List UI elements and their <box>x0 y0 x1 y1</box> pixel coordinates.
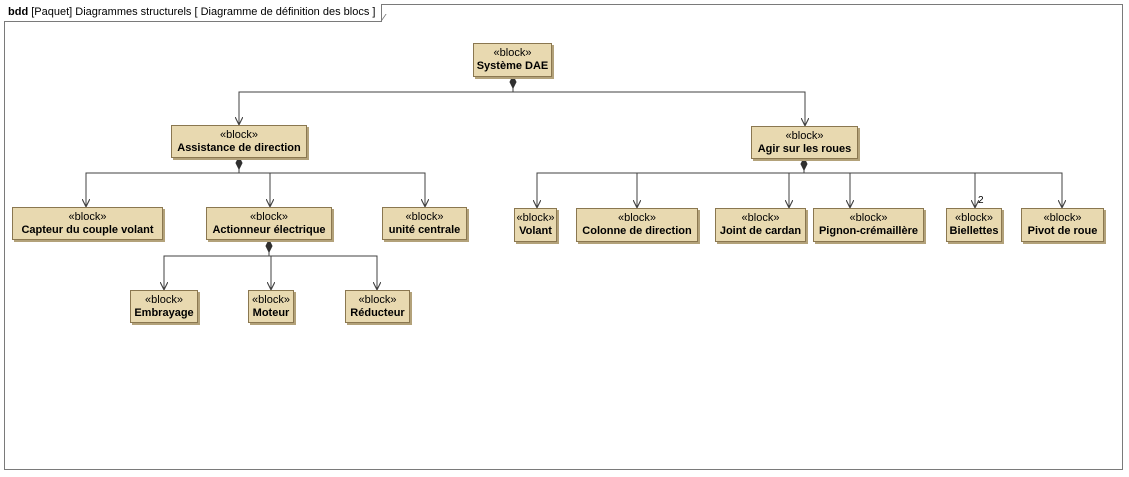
stereotype-label: «block» <box>68 210 107 223</box>
link-agir-biellettes <box>850 172 975 207</box>
diagram-frame-label: bdd [Paquet] Diagrammes structurels [ Di… <box>4 4 383 22</box>
block-pignon-cremaillere[interactable]: «block» Pignon-crémaillère <box>813 208 924 242</box>
block-colonne-de-direction[interactable]: «block» Colonne de direction <box>576 208 698 242</box>
block-pivot-de-roue[interactable]: «block» Pivot de roue <box>1021 208 1104 242</box>
block-agir-sur-les-roues[interactable]: «block» Agir sur les roues <box>751 126 858 159</box>
stereotype-label: «block» <box>741 212 780 224</box>
link-agir-pignon <box>789 172 850 207</box>
link-actionneur-embrayage <box>164 248 270 289</box>
link-agir-colonne <box>537 172 637 207</box>
block-volant[interactable]: «block» Volant <box>514 208 557 242</box>
block-name: Joint de cardan <box>719 225 802 237</box>
block-name: Assistance de direction <box>177 141 301 154</box>
link-agir-volant <box>537 166 805 207</box>
stereotype-label: «block» <box>516 212 555 224</box>
block-name: Réducteur <box>350 306 405 319</box>
stereotype-label: «block» <box>145 293 183 306</box>
multiplicity-biellettes: 2 <box>978 195 984 206</box>
link-systeme-assistance <box>239 86 514 124</box>
link-assistance-unite <box>270 172 425 206</box>
block-capteur-couple-volant[interactable]: «block» Capteur du couple volant <box>12 207 163 240</box>
composition-diamond-assistance <box>235 155 243 171</box>
block-systeme-dae[interactable]: «block» Système DAE <box>473 43 552 77</box>
block-joint-de-cardan[interactable]: «block» Joint de cardan <box>715 208 806 242</box>
stereotype-label: «block» <box>785 129 824 142</box>
link-agir-pivot <box>975 172 1062 207</box>
block-name: Système DAE <box>476 60 549 72</box>
stereotype-label: «block» <box>493 47 532 59</box>
diagram-kind: bdd <box>8 6 29 18</box>
link-actionneur-moteur <box>269 255 271 289</box>
block-moteur[interactable]: «block» Moteur <box>248 290 294 323</box>
block-name: Colonne de direction <box>582 225 692 237</box>
link-agir-joint <box>637 172 789 207</box>
link-assistance-capteur <box>86 166 240 206</box>
block-reducteur[interactable]: «block» Réducteur <box>345 290 410 323</box>
block-name: Capteur du couple volant <box>21 223 154 236</box>
link-systeme-agir <box>513 91 805 125</box>
stereotype-label: «block» <box>405 210 444 223</box>
block-assistance-direction[interactable]: «block» Assistance de direction <box>171 125 307 158</box>
diagram-frame <box>4 4 1123 470</box>
composition-diamond-systeme <box>509 74 517 90</box>
stereotype-label: «block» <box>849 212 888 224</box>
stereotype-label: «block» <box>618 212 656 224</box>
stereotype-label: «block» <box>358 293 397 306</box>
block-actionneur-electrique[interactable]: «block» Actionneur électrique <box>206 207 332 240</box>
block-name: Moteur <box>252 306 290 319</box>
link-assistance-actionneur <box>239 172 270 206</box>
block-name: Agir sur les roues <box>757 142 852 155</box>
stereotype-label: «block» <box>1043 212 1082 224</box>
block-unite-centrale[interactable]: «block» unité centrale <box>382 207 467 240</box>
block-name: Embrayage <box>134 306 194 319</box>
stereotype-label: «block» <box>250 210 288 223</box>
link-actionneur-reducteur <box>271 255 377 289</box>
composition-diamond-actionneur <box>265 238 273 254</box>
block-name: Biellettes <box>949 225 999 237</box>
stereotype-label: «block» <box>955 212 993 224</box>
block-name: Pignon-crémaillère <box>818 225 919 237</box>
block-name: Actionneur électrique <box>212 223 326 236</box>
stereotype-label: «block» <box>252 293 290 306</box>
block-biellettes[interactable]: «block» Biellettes <box>946 208 1002 242</box>
composition-diamond-agir <box>800 156 808 172</box>
stereotype-label: «block» <box>220 128 258 141</box>
block-name: Pivot de roue <box>1027 225 1098 237</box>
block-embrayage[interactable]: «block» Embrayage <box>130 290 198 323</box>
diagram-title: [Paquet] Diagrammes structurels [ Diagra… <box>31 6 376 18</box>
block-name: unité centrale <box>388 223 461 236</box>
block-name: Volant <box>519 225 552 237</box>
